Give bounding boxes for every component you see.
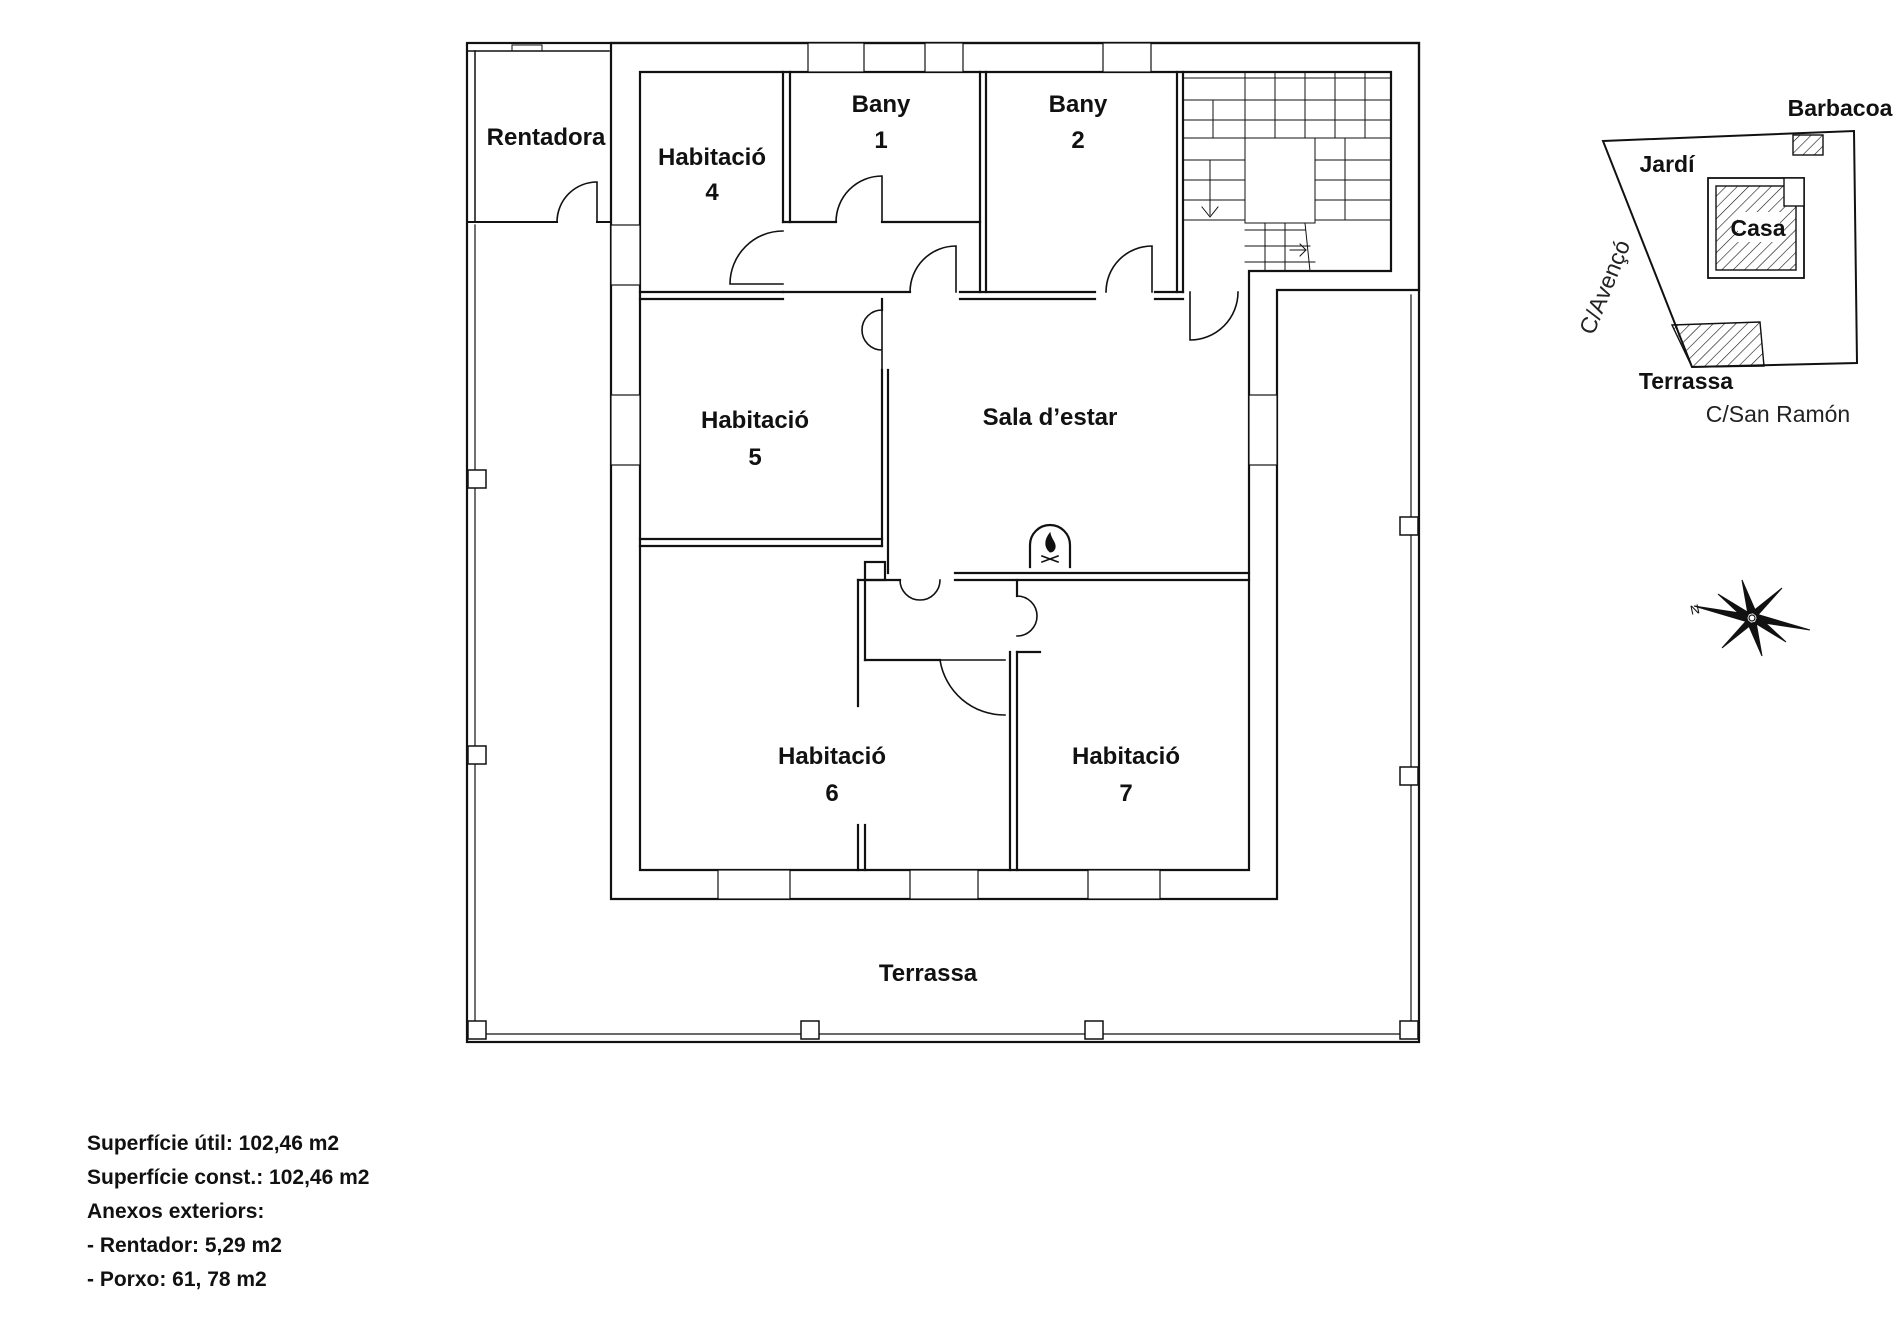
door-swings: [729, 175, 1239, 716]
site-plan: Barbacoa Jardí Casa Terrassa C/Avençó C/…: [1574, 95, 1893, 427]
label-habitacio-7: Habitació: [1072, 743, 1180, 770]
label-habitacio-5-num: 5: [748, 444, 761, 471]
wall-windows: [610, 42, 1278, 900]
laundry-annex: [466, 44, 612, 223]
summary-line-laundry: - Rentador: 5,29 m2: [87, 1234, 282, 1257]
house-walls: [609, 41, 1421, 901]
summary-line-annexes: Anexos exteriors:: [87, 1200, 265, 1223]
porch-posts: [467, 469, 1419, 1040]
label-habitacio-5: Habitació: [701, 407, 809, 434]
label-bany-1: Bany: [852, 91, 911, 118]
compass-icon: N: [1689, 579, 1811, 657]
label-sala-destar: Sala d’estar: [983, 404, 1118, 431]
interior-walls: [638, 70, 1251, 872]
site-label-barbacoa: Barbacoa: [1788, 95, 1893, 121]
area-summary: Superfície útil: 102,46 m2 Superfície co…: [87, 1127, 369, 1297]
site-label-street-front: C/San Ramón: [1706, 401, 1850, 427]
label-terrassa: Terrassa: [879, 960, 978, 987]
site-label-terrassa: Terrassa: [1639, 368, 1733, 394]
label-habitacio-6-num: 6: [825, 780, 838, 807]
site-label-street-side: C/Avençó: [1574, 236, 1635, 338]
label-habitacio-4: Habitació: [658, 144, 766, 171]
label-bany-2-num: 2: [1071, 127, 1084, 154]
site-label-casa: Casa: [1731, 215, 1786, 241]
summary-line-porch: - Porxo: 61, 78 m2: [87, 1268, 267, 1291]
north-label: N: [1689, 601, 1701, 618]
label-habitacio-7-num: 7: [1119, 780, 1132, 807]
staircase: [1182, 71, 1392, 272]
site-label-jardi: Jardí: [1640, 151, 1697, 177]
label-habitacio-6: Habitació: [778, 743, 886, 770]
label-habitacio-4-num: 4: [705, 179, 719, 206]
fireplace-icon: [1028, 523, 1072, 569]
label-bany-2: Bany: [1049, 91, 1108, 118]
summary-line-useful-area: Superfície útil: 102,46 m2: [87, 1132, 340, 1155]
label-rentadora: Rentadora: [487, 124, 606, 151]
label-bany-1-num: 1: [874, 127, 887, 154]
room-labels: Rentadora Habitació 4 Bany 1 Bany 2 Habi…: [487, 91, 1180, 987]
summary-line-built-area: Superfície const.: 102,46 m2: [87, 1166, 370, 1189]
